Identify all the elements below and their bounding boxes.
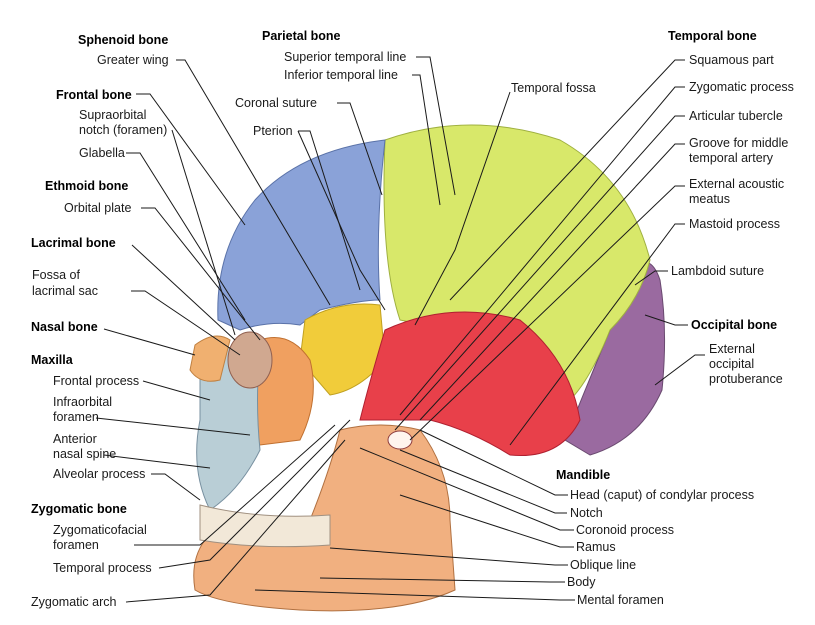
label-zygomaticofacial-2: foramen bbox=[53, 538, 99, 552]
label-external-acoustic-2: meatus bbox=[689, 192, 730, 206]
label-alveolar-process: Alveolar process bbox=[53, 467, 145, 481]
label-infraorbital-2: foramen bbox=[53, 410, 99, 424]
label-ethmoid-bone: Ethmoid bone bbox=[45, 179, 128, 193]
label-ramus: Ramus bbox=[576, 540, 616, 554]
label-temporal-process: Temporal process bbox=[53, 561, 152, 575]
label-lambdoid-suture: Lambdoid suture bbox=[671, 264, 764, 278]
label-temporal-fossa: Temporal fossa bbox=[511, 81, 596, 95]
label-zygomatic-bone: Zygomatic bone bbox=[31, 502, 127, 516]
label-coronoid-process: Coronoid process bbox=[576, 523, 674, 537]
label-zygomatic-process: Zygomatic process bbox=[689, 80, 794, 94]
orbit-region bbox=[228, 332, 272, 388]
label-oblique-line: Oblique line bbox=[570, 558, 636, 572]
label-sphenoid-bone: Sphenoid bone bbox=[78, 33, 168, 47]
external-acoustic-meatus bbox=[388, 431, 412, 449]
label-maxilla: Maxilla bbox=[31, 353, 73, 367]
label-articular-tubercle: Articular tubercle bbox=[689, 109, 783, 123]
label-greater-wing: Greater wing bbox=[97, 53, 169, 67]
label-lacrimal-bone: Lacrimal bone bbox=[31, 236, 116, 250]
label-mandible: Mandible bbox=[556, 468, 610, 482]
label-temporal-bone: Temporal bone bbox=[668, 29, 757, 43]
label-groove-2: temporal artery bbox=[689, 151, 773, 165]
label-ext-occipital-2: occipital bbox=[709, 357, 754, 371]
label-zygomatic-arch: Zygomatic arch bbox=[31, 595, 116, 609]
label-supraorbital-1: Supraorbital bbox=[79, 108, 146, 122]
frontal-bone-region bbox=[218, 140, 385, 330]
label-external-acoustic-1: External acoustic bbox=[689, 177, 784, 191]
label-mastoid-process: Mastoid process bbox=[689, 217, 780, 231]
teeth-row bbox=[200, 505, 330, 547]
label-body: Body bbox=[567, 575, 596, 589]
label-parietal-bone: Parietal bone bbox=[262, 29, 341, 43]
label-frontal-bone: Frontal bone bbox=[56, 88, 132, 102]
label-anterior-nasal-2: nasal spine bbox=[53, 447, 116, 461]
label-notch: Notch bbox=[570, 506, 603, 520]
label-inferior-temporal-line: Inferior temporal line bbox=[284, 68, 398, 82]
label-pterion: Pterion bbox=[253, 124, 293, 138]
label-nasal-bone: Nasal bone bbox=[31, 320, 98, 334]
label-infraorbital-1: Infraorbital bbox=[53, 395, 112, 409]
label-ext-occipital-1: External bbox=[709, 342, 755, 356]
label-supraorbital-2: notch (foramen) bbox=[79, 123, 167, 137]
label-glabella: Glabella bbox=[79, 146, 125, 160]
label-occipital-bone: Occipital bone bbox=[691, 318, 777, 332]
label-mental-foramen: Mental foramen bbox=[577, 593, 664, 607]
label-anterior-nasal-1: Anterior bbox=[53, 432, 97, 446]
label-orbital-plate: Orbital plate bbox=[64, 201, 131, 215]
label-ext-occipital-3: protuberance bbox=[709, 372, 783, 386]
label-coronal-suture: Coronal suture bbox=[235, 96, 317, 110]
label-frontal-process: Frontal process bbox=[53, 374, 139, 388]
label-zygomaticofacial-1: Zygomaticofacial bbox=[53, 523, 147, 537]
label-squamous-part: Squamous part bbox=[689, 53, 774, 67]
label-superior-temporal-line: Superior temporal line bbox=[284, 50, 406, 64]
label-fossa-lacrimal-1: Fossa of bbox=[32, 268, 80, 282]
label-groove-1: Groove for middle bbox=[689, 136, 788, 150]
label-head-condylar: Head (caput) of condylar process bbox=[570, 488, 754, 502]
label-fossa-lacrimal-2: lacrimal sac bbox=[32, 284, 98, 298]
